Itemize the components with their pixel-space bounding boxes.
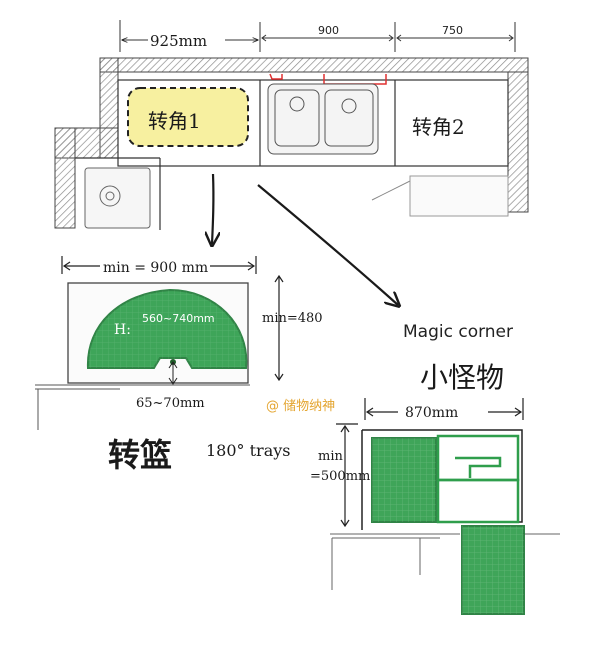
tray-height-h-label: H: (114, 322, 131, 338)
arrow-to-magic-corner (257, 184, 398, 305)
tray-name-chinese: 转篮 (108, 436, 172, 474)
dimension-line-top (119, 20, 516, 52)
door-swing (371, 175, 509, 217)
magic-corner-title: Magic corner (403, 322, 513, 342)
dimension-label-925: 925mm (150, 32, 207, 50)
dimension-label-750: 750 (442, 24, 463, 37)
tray-section: min = 900 mm H: 560~740mm min=480 65~70m… (35, 256, 323, 474)
tray-min-height-label: min=480 (262, 311, 323, 326)
magic-corner-min-label: min (318, 449, 343, 464)
magic-corner-basket-bottom (461, 525, 525, 615)
magic-corner-section: Magic corner 小怪物 870mm min =500mm (310, 322, 560, 615)
watermark: @ 储物纳神 (266, 399, 335, 414)
tray-name-english: 180° trays (206, 441, 291, 460)
magic-corner-basket-top-left (371, 437, 437, 523)
countertop-outline (75, 79, 509, 230)
arrow-to-tray (212, 173, 213, 244)
corner-1-highlight (127, 87, 249, 147)
dimension-label-900: 900 (318, 24, 339, 37)
red-mark-top (269, 73, 387, 85)
kitchen-plan: 925mm 900 750 转角1 (54, 20, 529, 230)
walls (54, 57, 529, 229)
tray-gap-label: 65~70mm (136, 396, 205, 411)
tray-height-range-label: 560~740mm (142, 312, 215, 325)
magic-corner-basket-top-right (436, 434, 520, 524)
magic-corner-depth-label: =500mm (310, 469, 370, 484)
sink-icon (267, 83, 379, 155)
magic-corner-width-label: 870mm (405, 405, 458, 421)
corner-2-label: 转角2 (412, 115, 465, 139)
magic-corner-title-chinese: 小怪物 (420, 361, 504, 394)
corner-1-label: 转角1 (148, 109, 201, 133)
tray-width-label: min = 900 mm (103, 260, 208, 276)
stove-icon (84, 167, 151, 229)
